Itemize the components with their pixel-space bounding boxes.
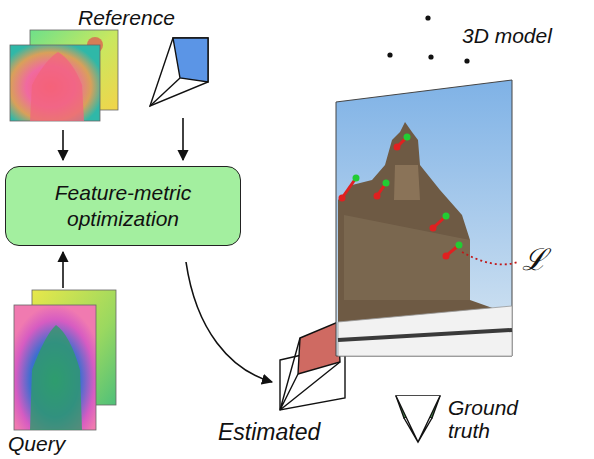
- camera-edge: [280, 338, 340, 410]
- model-point: [464, 58, 469, 63]
- camera-edge: [150, 78, 180, 106]
- loss-leader: [462, 252, 518, 264]
- camera-frustum: [150, 38, 208, 106]
- observed-point: [353, 134, 463, 249]
- feature-map: [10, 45, 100, 121]
- box-text: Feature-metric optimization: [17, 180, 229, 233]
- feature-dome: [30, 325, 82, 430]
- photo-bus: [338, 306, 512, 356]
- camera-plane: [173, 38, 208, 82]
- photo-bus: [338, 330, 512, 340]
- model-point: [387, 52, 392, 57]
- model-point: [425, 15, 430, 20]
- arrow: [62, 252, 64, 288]
- caption-label: Ground truth: [448, 396, 556, 442]
- residual-line: [342, 137, 459, 256]
- caption-label: Estimated: [218, 420, 320, 445]
- arrow: [186, 262, 272, 382]
- projected-point: [339, 144, 450, 260]
- query-photo: [336, 80, 512, 356]
- arrow: [182, 118, 184, 160]
- photo-sky: [336, 80, 512, 356]
- model-point: [428, 54, 433, 59]
- caption-label: 3D model: [462, 24, 552, 47]
- caption-label: Reference: [78, 6, 175, 29]
- caption-label: Query: [8, 432, 65, 455]
- camera-frustum: [396, 396, 440, 442]
- photo-tower: [338, 122, 512, 356]
- caption-label: ℒ: [522, 243, 547, 276]
- feature-dome: [30, 52, 84, 121]
- process-box: Feature-metric optimization: [5, 166, 241, 246]
- arrow: [62, 130, 64, 160]
- photo-tower: [394, 165, 420, 200]
- photo-wall: [344, 215, 470, 300]
- feature-map: [14, 305, 96, 430]
